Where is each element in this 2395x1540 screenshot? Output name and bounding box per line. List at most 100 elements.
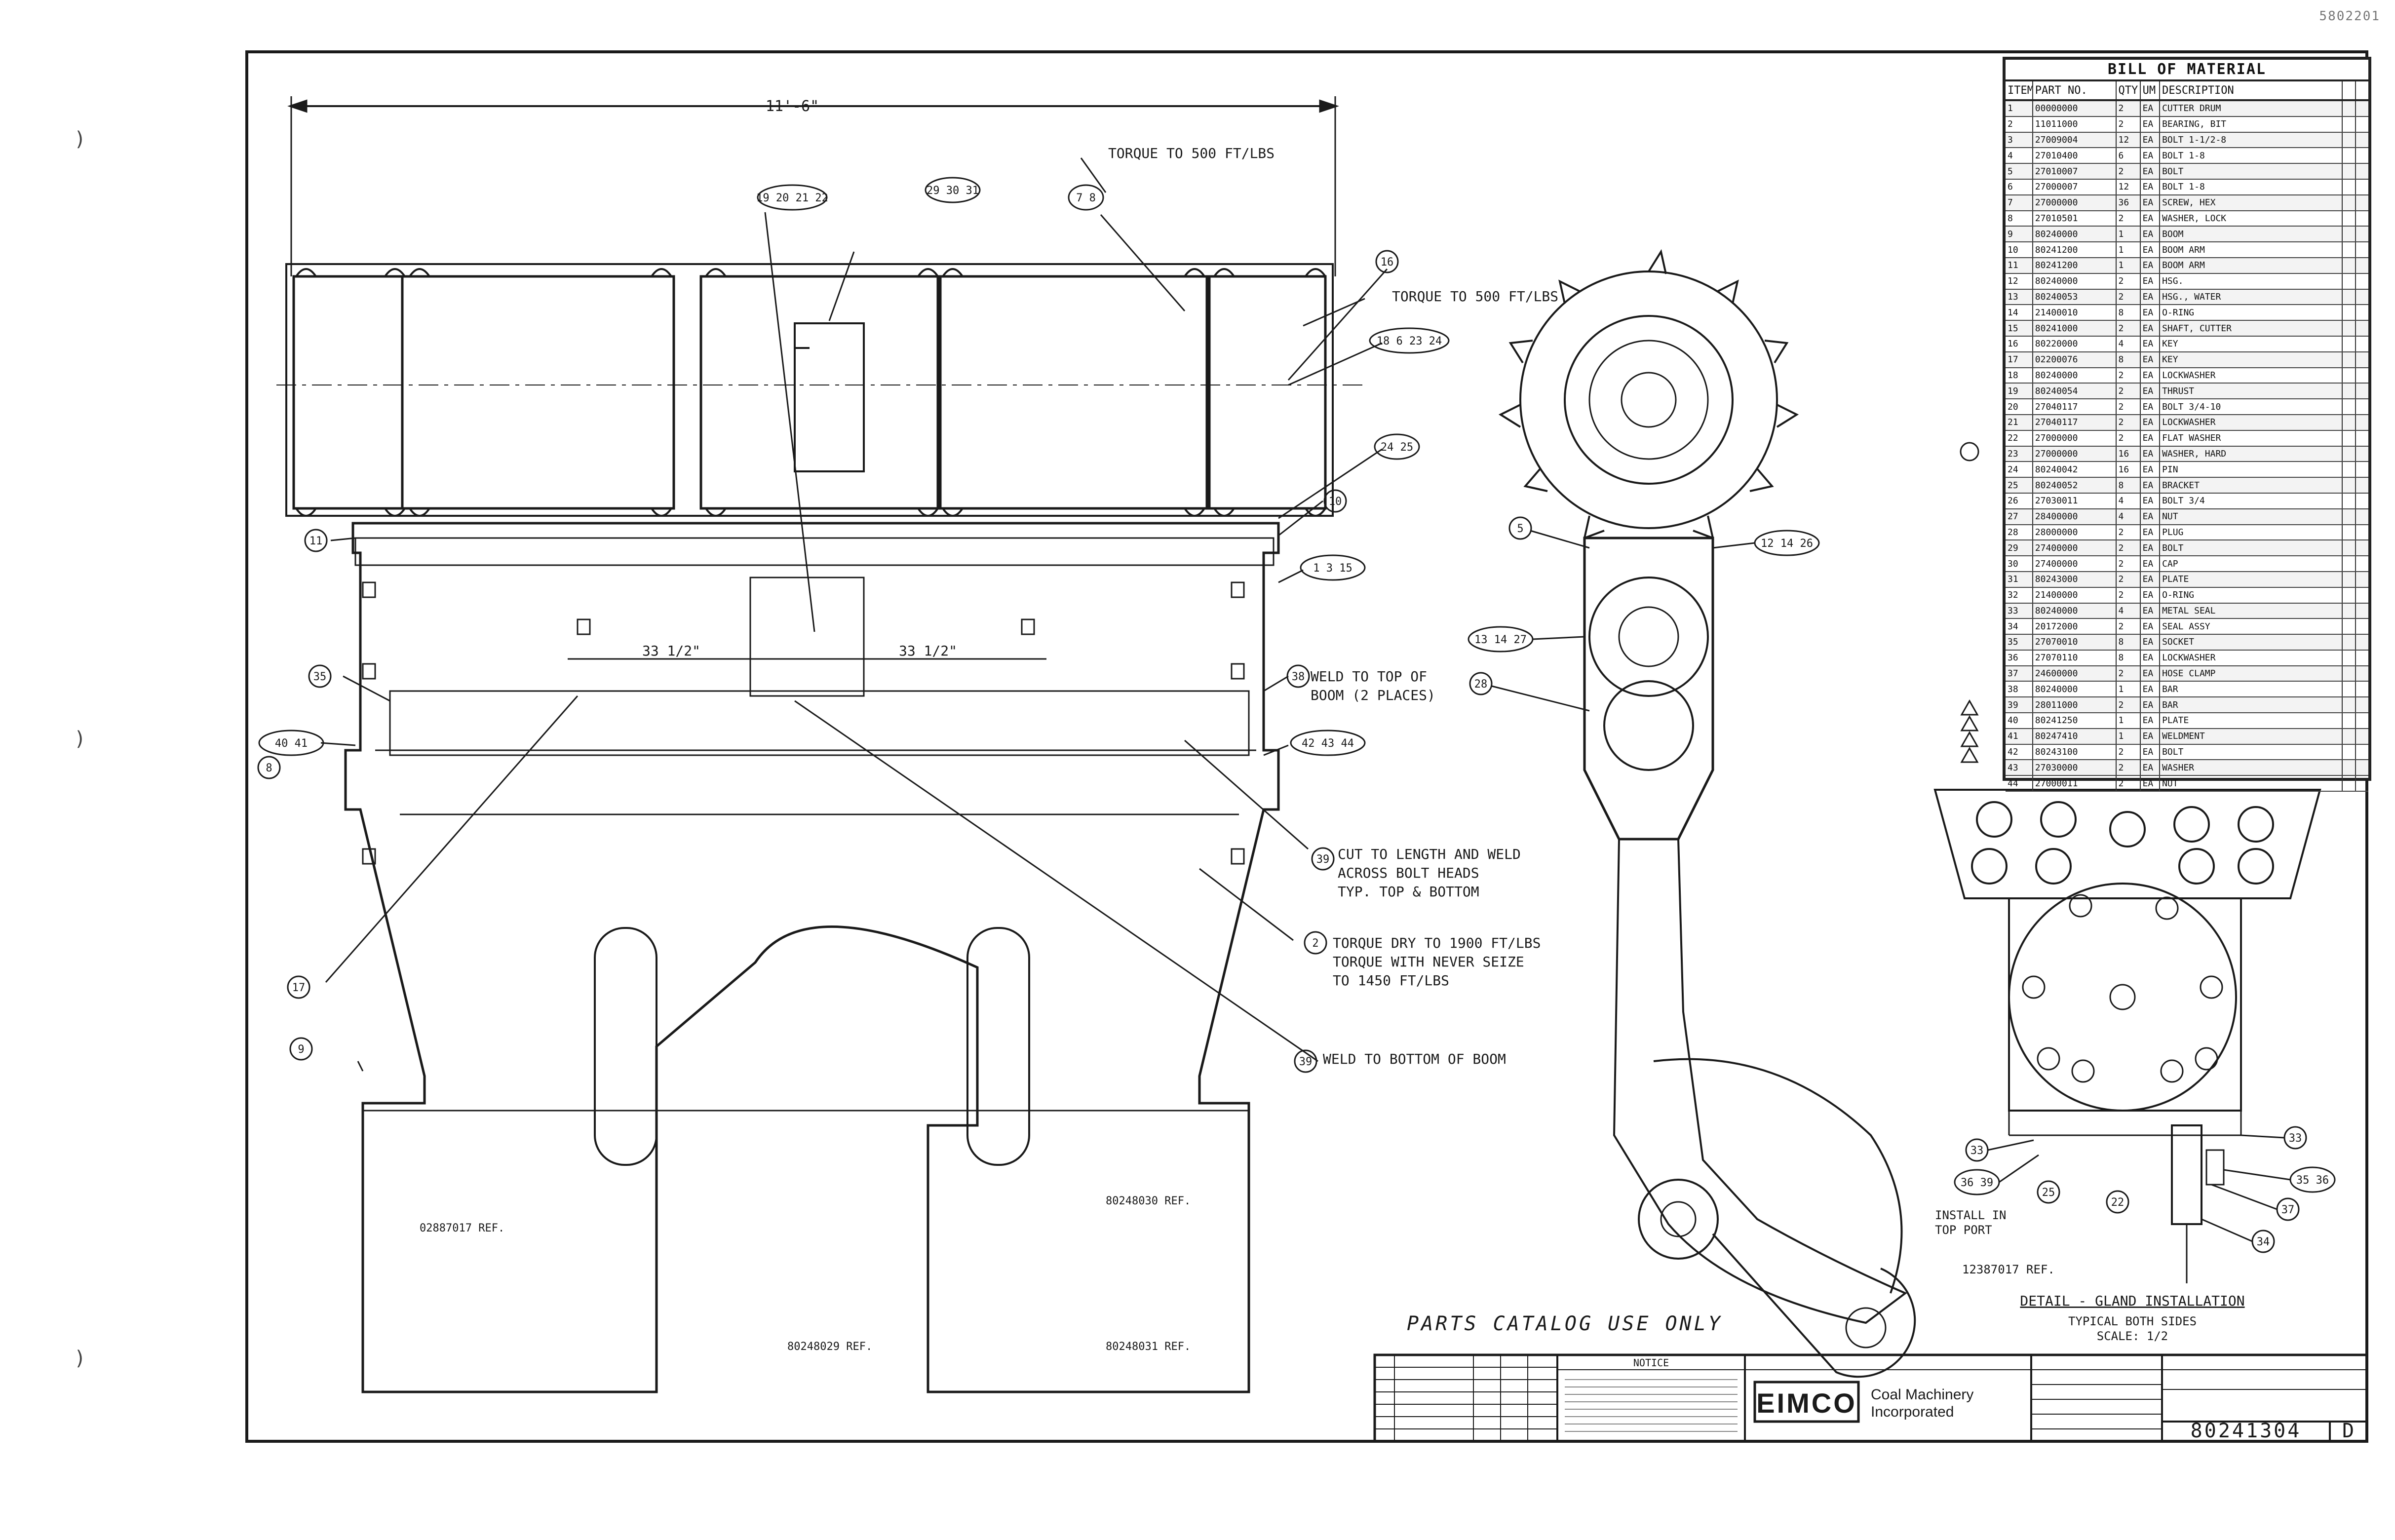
bom-cell: [2343, 540, 2356, 556]
bom-cell: EA: [2141, 572, 2161, 587]
bom-cell: EA: [2141, 478, 2161, 493]
bom-cell: [2343, 493, 2356, 508]
bom-cell: 27000000: [2033, 446, 2117, 462]
bom-cell: 2: [2117, 399, 2141, 414]
balloon: 1 3 15: [1300, 554, 1366, 581]
bom-cell: BOLT 3/4: [2160, 493, 2343, 508]
bom-cell: BRACKET: [2160, 478, 2343, 493]
bom-cell: CUTTER DRUM: [2160, 101, 2343, 116]
bom-cell: [2356, 431, 2368, 446]
bom-header: UM: [2141, 81, 2161, 99]
bom-cell: THRUST: [2160, 384, 2343, 399]
bom-cell: [2343, 666, 2356, 681]
bom-cell: [2356, 572, 2368, 587]
bom-cell: EA: [2141, 195, 2161, 210]
bom-cell: [2343, 478, 2356, 493]
svg-text:9: 9: [298, 1043, 304, 1056]
bom-cell: 12: [2117, 179, 2141, 194]
bom-cell: CAP: [2160, 556, 2343, 571]
svg-text:36 39: 36 39: [1961, 1177, 1993, 1189]
install-note-2: TOP PORT: [1935, 1223, 1992, 1237]
bom-cell: BAR: [2160, 682, 2343, 697]
svg-text:10: 10: [1329, 496, 1342, 508]
ref-2: 80248030 REF.: [1106, 1195, 1191, 1207]
svg-text:22: 22: [2111, 1196, 2125, 1209]
bom-cell: 80240054: [2033, 384, 2117, 399]
balloon: 28: [1469, 672, 1493, 695]
bom-cell: 80241200: [2033, 258, 2117, 273]
bom-cell: HSG., WATER: [2160, 289, 2343, 305]
bom-cell: 4: [2117, 493, 2141, 508]
bom-cell: EA: [2141, 211, 2161, 226]
bom-cell: 80241250: [2033, 713, 2117, 728]
bom-cell: 27009004: [2033, 132, 2117, 148]
dim-left: 33 1/2": [642, 643, 700, 659]
bom-cell: EA: [2141, 744, 2161, 760]
company-line1: Coal Machinery: [1871, 1386, 1973, 1403]
bom-cell: [2356, 321, 2368, 336]
balloon: 24 25: [1374, 433, 1420, 460]
balloon: 8: [257, 756, 281, 779]
bom-cell: EA: [2141, 415, 2161, 430]
bom-cell: BOLT 1-8: [2160, 179, 2343, 194]
svg-text:8: 8: [266, 762, 272, 774]
bom-cell: 80241000: [2033, 321, 2117, 336]
balloon: 18 6 23 24: [1369, 327, 1450, 354]
svg-text:33: 33: [2289, 1132, 2302, 1145]
bom-cell: KEY: [2160, 336, 2343, 351]
bom-cell: 4: [2117, 509, 2141, 524]
svg-text:24 25: 24 25: [1381, 441, 1413, 454]
bom-cell: [2343, 336, 2356, 351]
svg-text:13 14 27: 13 14 27: [1474, 634, 1527, 646]
bom-cell: 27400000: [2033, 540, 2117, 556]
bom-cell: EA: [2141, 148, 2161, 163]
bom-cell: 80240000: [2033, 603, 2117, 618]
detail-gland-installation: [1933, 789, 2321, 1283]
bom-cell: 8: [2117, 650, 2141, 665]
bom-cell: 16: [2117, 446, 2141, 462]
bom-cell: 1: [2117, 713, 2141, 728]
title-block-text: NOTICE EIMCO Coal Machinery Incorporated…: [1633, 1357, 2354, 1442]
revision-letter: D: [2342, 1420, 2354, 1442]
note-weld-top-1: WELD TO TOP OF: [1311, 668, 1427, 685]
bom-cell: 27030011: [2033, 493, 2117, 508]
bom-cell: 2: [2117, 415, 2141, 430]
bom-cell: [2343, 368, 2356, 383]
bom-cell: [2356, 399, 2368, 414]
svg-text:16: 16: [1381, 256, 1394, 269]
bom-cell: EA: [2141, 635, 2161, 650]
bom-cell: [2356, 117, 2368, 132]
bom-cell: 18: [2006, 368, 2033, 383]
bom-cell: EA: [2141, 666, 2161, 681]
bom-cell: BOLT: [2160, 164, 2343, 179]
balloon: 7 8: [1068, 184, 1104, 211]
bom-cell: 2: [2117, 744, 2141, 760]
bom-cell: 44: [2006, 776, 2033, 791]
bom-cell: 2: [2117, 384, 2141, 399]
bom-cell: [2356, 211, 2368, 226]
bom-cell: BEARING, BIT: [2160, 116, 2343, 132]
balloon: 25: [2037, 1180, 2060, 1204]
bom-cell: 2: [2117, 697, 2141, 713]
bom-cell: EA: [2141, 430, 2161, 446]
bom-cell: EA: [2141, 305, 2161, 320]
bom-cell: [2356, 760, 2368, 775]
svg-text:35: 35: [313, 671, 327, 683]
bom-cell: 2: [2117, 368, 2141, 383]
bom-cell: [2343, 415, 2356, 430]
svg-text:28: 28: [1474, 678, 1488, 691]
bom-cell: EA: [2141, 132, 2161, 148]
bom-cell: [2356, 352, 2368, 367]
